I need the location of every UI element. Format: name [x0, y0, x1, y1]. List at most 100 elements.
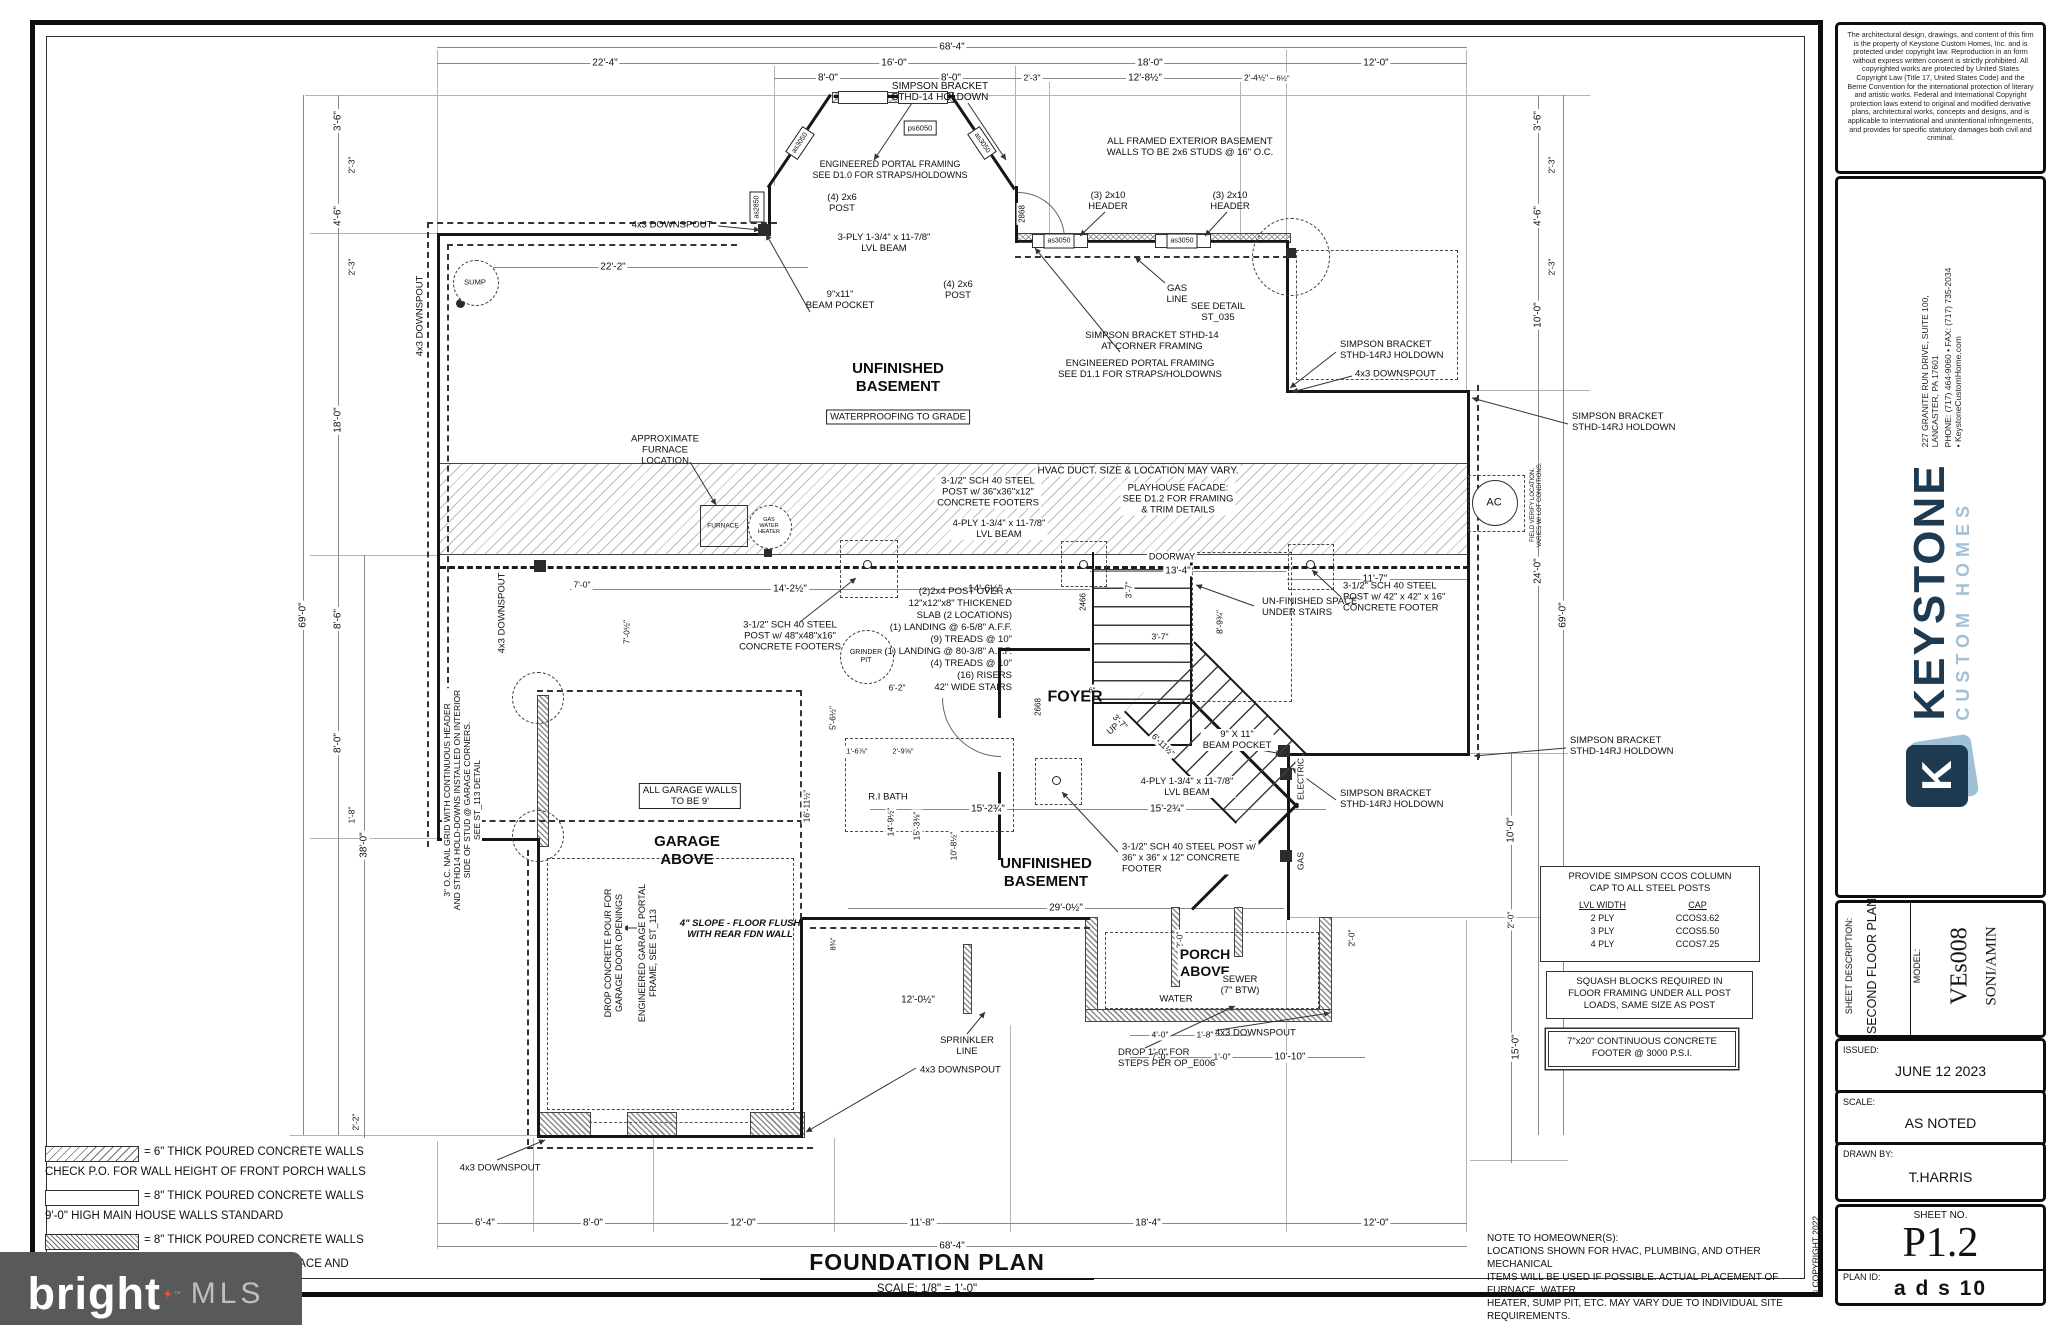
dimension-label: 29'-0½" — [1047, 902, 1085, 914]
plan-label: 2868 — [1016, 203, 1028, 225]
sheet-no-value: P1.2 — [1902, 1220, 1979, 1266]
dimension-label: 15'-2¾" — [1148, 803, 1186, 815]
plan-label: R.I BATH — [868, 791, 908, 803]
geom-abs — [700, 505, 748, 547]
dimension-label: 15'-3⅜" — [911, 809, 923, 843]
plan-label: HVAC DUCT. SIZE & LOCATION MAY VARY. — [1035, 465, 1241, 477]
geom-dv — [1477, 385, 1479, 760]
ccos-row-ply: 4 PLY — [1590, 939, 1615, 949]
plan-label: AC — [1486, 496, 1502, 509]
plan-label: 4x3 DOWNSPOUT — [1355, 368, 1436, 380]
issued-value: JUNE 12 2023 — [1894, 1063, 1987, 1079]
watermark-star-icon: ✦ — [162, 1285, 174, 1302]
geom-e — [1466, 50, 1467, 390]
dimension-label: 69'-0" — [1557, 600, 1569, 630]
geom-sq — [764, 549, 772, 557]
plan-label: 4x3 DOWNSPOUT — [631, 219, 713, 231]
geom-cd — [1252, 218, 1330, 296]
sheet-no-label: SHEET NO. — [1913, 1210, 1968, 1221]
dimension-label: 18'-0" — [1135, 57, 1165, 69]
dimension-label: 3'-7" — [1123, 579, 1135, 601]
geom-w — [537, 838, 540, 1138]
plan-label: SPRINKLER LINE — [940, 1035, 994, 1057]
geom-e — [290, 1135, 537, 1136]
geom-win — [838, 91, 888, 104]
concrete-footer-note: 7"x20" CONTINUOUS CONCRETE FOOTER @ 3000… — [1548, 1031, 1736, 1067]
legend-swatch-8in — [45, 1190, 139, 1206]
geom-cs — [863, 560, 872, 569]
dimension-label: 4'-6" — [332, 204, 344, 228]
geom-w — [800, 917, 1090, 920]
geom-sq — [1280, 850, 1292, 862]
geom-cd — [453, 260, 499, 306]
geom-dim — [1130, 1057, 1365, 1058]
dimension-label: 15'-0" — [1510, 1032, 1522, 1062]
plan-label: SIMPSON BRACKET STHD-14RJ HOLDOWN — [1340, 339, 1444, 361]
geom — [799, 577, 857, 623]
plan-label: UN-FINISHED SPACE UNDER STAIRS — [1262, 596, 1358, 618]
geom-e — [310, 838, 437, 839]
dimension-label: 3'-6" — [1532, 109, 1544, 133]
geom-e — [305, 95, 830, 96]
geom-dim — [437, 1223, 1467, 1224]
plan-label: 3-1/2" SCH 40 STEEL POST w/ 42" x 42" x … — [1343, 580, 1446, 614]
geom — [1061, 791, 1119, 853]
copyright-vertical: © COPYRIGHT 2022 — [1810, 1215, 1821, 1297]
geom-e — [437, 50, 438, 233]
geom-dv — [447, 244, 449, 824]
plan-label: 9"x11" BEAM POCKET — [805, 289, 875, 311]
geom-ccos-grid: LVL WIDTH CAP 2 PLY CCOS3.62 3 PLY CCOS5… — [1541, 895, 1759, 955]
plan-label: 4x3 DOWNSPOUT — [459, 1162, 541, 1174]
dimension-label: 10'-8½" — [948, 829, 960, 863]
dimension-label: 14'-9½" — [885, 805, 897, 839]
dimension-label: 6" — [1086, 684, 1098, 696]
dimension-label: 69'-0" — [297, 600, 309, 630]
plan-label: FURNACE — [707, 522, 739, 530]
plan-sheet-frame — [30, 20, 1823, 1297]
dimension-label: 16'-11½" — [801, 787, 813, 825]
plan-label: WATERPROOFING TO GRADE — [826, 409, 970, 425]
geom-dr — [845, 738, 1014, 832]
geom-dr — [1288, 544, 1334, 590]
plan-label: 2466 — [1077, 591, 1089, 613]
watermark-tm: ™ — [173, 1290, 181, 1298]
geom-dh — [527, 1147, 813, 1149]
geom-e — [1286, 920, 1287, 1232]
geom-cd — [512, 810, 564, 862]
plan-label: GAS — [1295, 850, 1307, 872]
plan-label: GAS WATER HEATER — [758, 517, 780, 535]
ccos-row-ply: 2 PLY — [1590, 913, 1615, 923]
geom-w — [768, 186, 771, 236]
drawing-title-block: FOUNDATION PLAN SCALE: 1/8" = 1'-0" — [760, 1249, 1094, 1295]
geom-w — [1287, 753, 1290, 920]
dimension-label: 8'-0" — [332, 731, 344, 755]
squash-blocks-note: SQUASH BLOCKS REQUIRED IN FLOOR FRAMING … — [1546, 971, 1753, 1019]
plan-label: SIMPSON BRACKET STHD-14RJ HOLDOWN — [1340, 788, 1444, 810]
copyright-box: The architectural design, drawings, and … — [1835, 22, 2046, 174]
geom — [496, 1139, 546, 1161]
geom-e — [950, 95, 1590, 96]
geom-e — [1290, 917, 1568, 918]
geom-e — [310, 233, 437, 234]
geom-w — [1467, 390, 1470, 756]
plan-label: (3) 2x10 HEADER — [1210, 190, 1250, 212]
plan-label: 4x3 DOWNSPOUT — [920, 1064, 1001, 1076]
legend-line: = 6" THICK POURED CONCRETE WALLS — [144, 1146, 364, 1158]
bright-mls-watermark: bright✦™ MLS — [0, 1252, 302, 1325]
geom — [1144, 1005, 1236, 1049]
geom-w — [537, 1135, 803, 1138]
geom-dim — [1538, 95, 1539, 1135]
geom-dv — [800, 690, 802, 919]
legend-line: 9'-0" HIGH MAIN HOUSE WALLS STANDARD — [45, 1210, 284, 1222]
plan-label: ENGINEERED PORTAL FRAMING SEE D1.1 FOR S… — [1058, 358, 1222, 380]
ccos-title: PROVIDE SIMPSON CCOS COLUMN CAP TO ALL S… — [1568, 871, 1732, 894]
plan-label: as3050 — [1043, 233, 1075, 249]
geom — [1473, 747, 1567, 759]
plan-label: FOYER — [1047, 688, 1103, 706]
geom-dim — [870, 809, 1326, 810]
dimension-label: 12'-8½" — [1126, 72, 1164, 84]
dimension-label: 68'-4" — [937, 41, 967, 53]
dimension-label: 14'-2½" — [771, 583, 809, 595]
logo-box: K KEYSTONE CUSTOM HOMES 227 GRANITE RUN … — [1835, 176, 2046, 898]
dimension-label: 12'-0" — [1361, 1217, 1391, 1229]
